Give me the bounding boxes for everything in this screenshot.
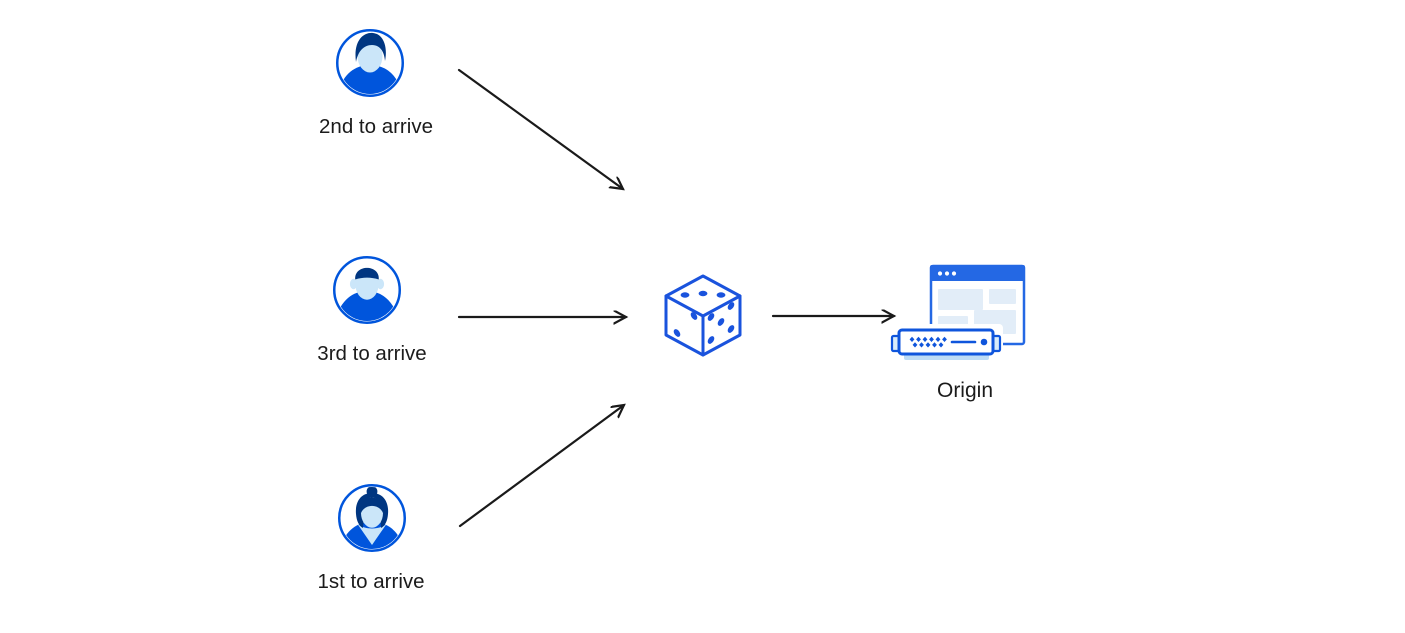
avatar-hair xyxy=(355,32,386,62)
avatar-ear-right xyxy=(376,278,385,290)
avatar-ear-left xyxy=(349,278,358,290)
origin-icon: Origin xyxy=(890,264,1026,402)
visitor-3rd-avatar xyxy=(333,256,401,324)
server-body xyxy=(897,328,995,356)
avatar-face xyxy=(357,39,383,73)
visitor-3rd-label: 3rd to arrive xyxy=(317,342,426,365)
browser-title-bar xyxy=(930,265,1025,281)
visitor-1st-avatar xyxy=(338,484,406,552)
origin-label: Origin xyxy=(937,379,993,402)
avatar-hair xyxy=(355,267,379,280)
edges xyxy=(457,68,894,528)
dice-cube-inner-edges xyxy=(664,294,742,357)
server-power-dot xyxy=(980,338,988,346)
avatar-chest xyxy=(357,524,387,545)
arrow-1st-to-dice xyxy=(458,405,624,528)
visitor-1st-label: 1st to arrive xyxy=(317,570,424,593)
avatar-hair-bun xyxy=(366,487,378,497)
server-diamond-leds xyxy=(909,336,947,348)
avatar-hair-fringe xyxy=(360,497,384,513)
dice-icon xyxy=(664,274,742,357)
visitor-2nd-label: 2nd to arrive xyxy=(319,115,433,138)
visitor-2nd-avatar xyxy=(336,29,404,97)
arrow-2nd-to-dice xyxy=(457,68,623,189)
server-icon xyxy=(890,324,1003,362)
dice-pips xyxy=(673,290,735,344)
browser-window-dots xyxy=(937,271,957,276)
